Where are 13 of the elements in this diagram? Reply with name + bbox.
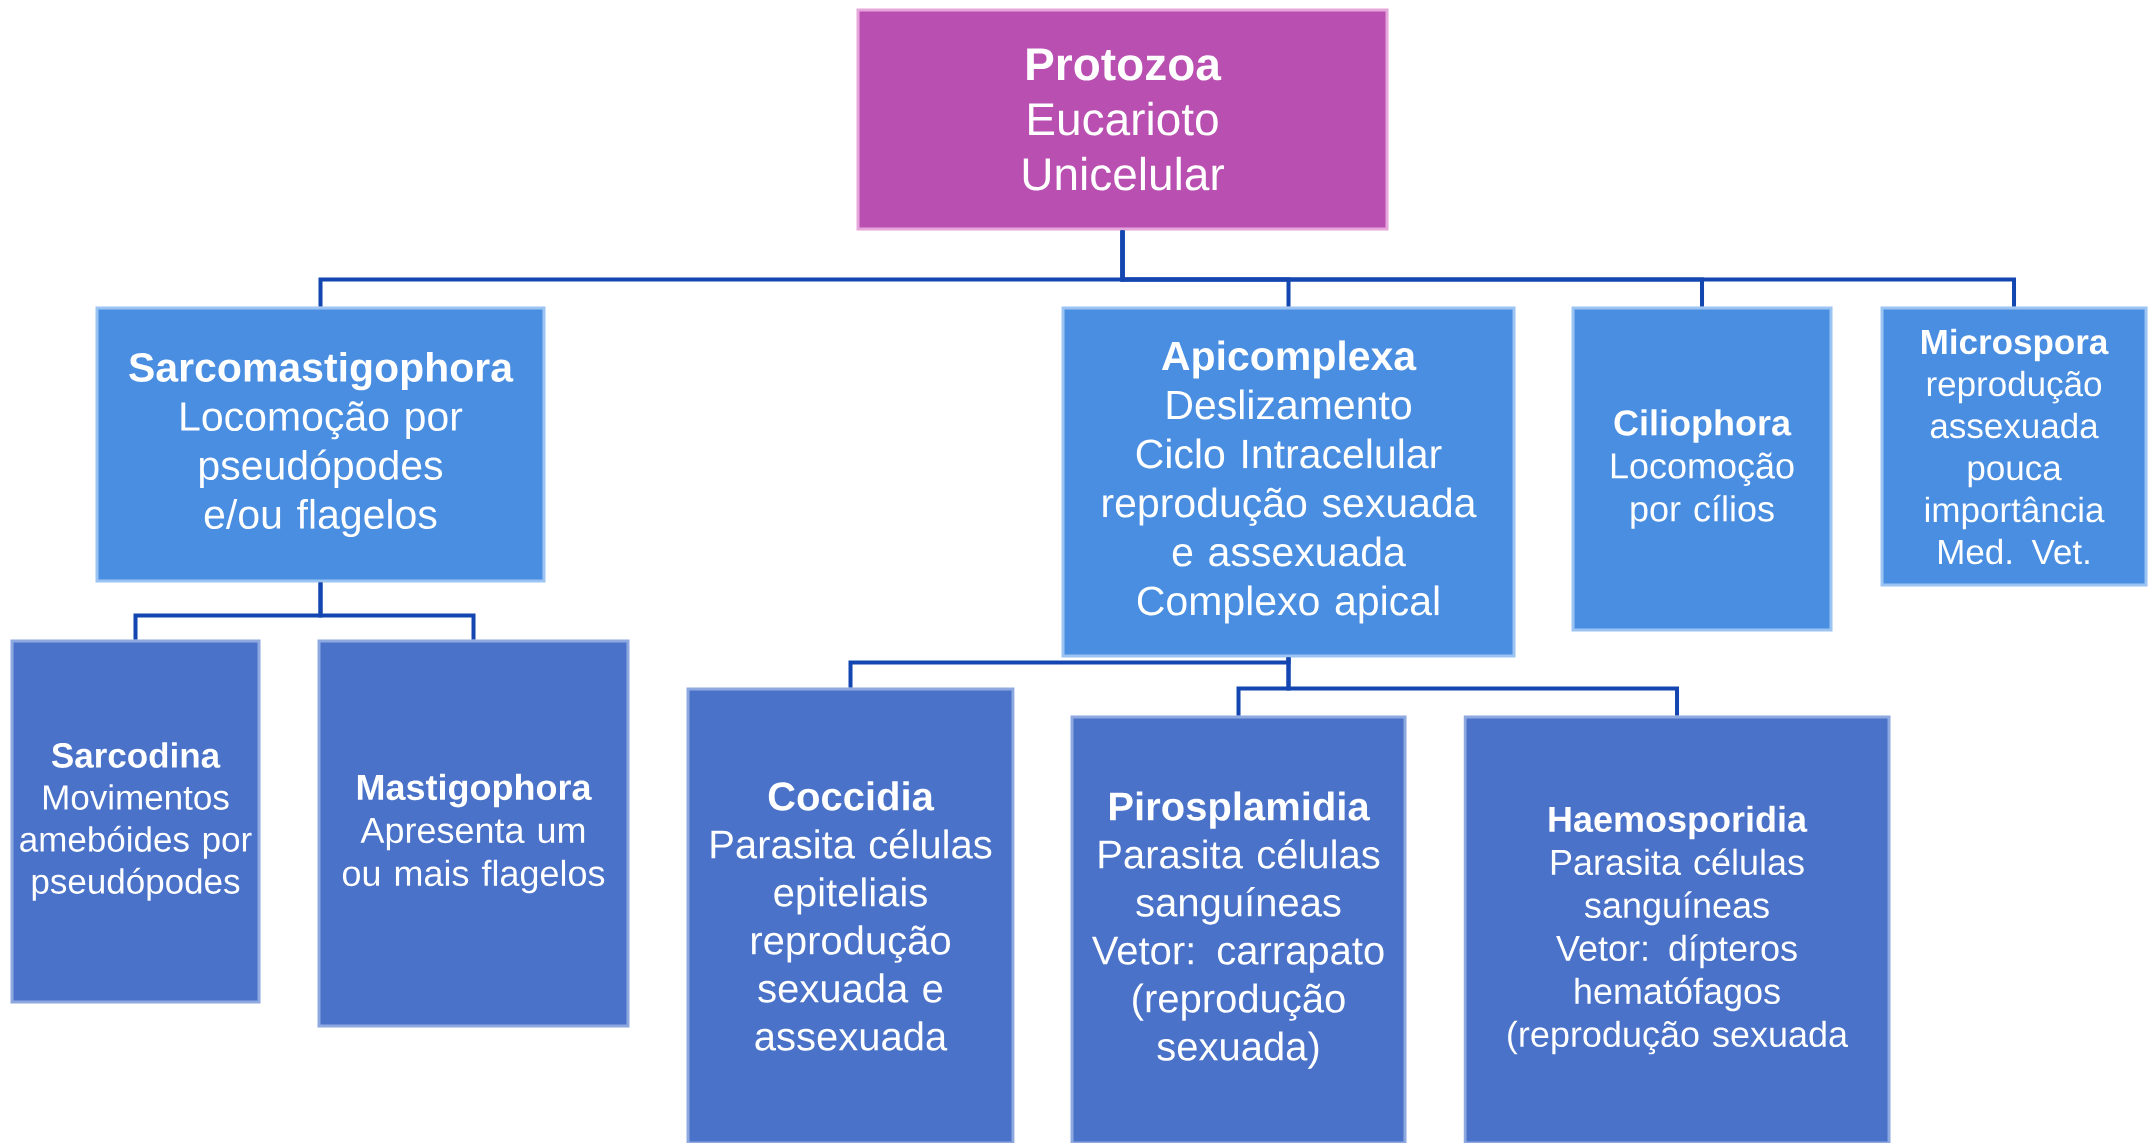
- taxon-box: Mastigophora Apresenta um ou mais flagelos: [317, 639, 630, 1028]
- taxon-box: Haemosporidia Parasita células sanguíneas Vetor: dípteros hematófagos (reprodução sexuada: [1463, 715, 1891, 1143]
- connector-line: [1120, 230, 2016, 307]
- taxon-box: Pirosplamidia Parasita células sanguíneas Vetor: carrapato (reprodução sexuada): [1070, 715, 1407, 1143]
- connector-line: [1286, 657, 1679, 716]
- taxon-box: Coccidia Parasita células epiteliais reprodução sexuada e assexuada: [686, 687, 1015, 1143]
- taxon-box: Sarcomastigophora Locomoção por pseudópodes e/ou flagelos: [95, 306, 546, 583]
- taxon-box: Microspora reprodução assexuada pouca importância Med. Vet.: [1880, 306, 2148, 587]
- taxon-box: Ciliophora Locomoção por cílios: [1571, 306, 1833, 632]
- taxon-box: Apicomplexa Deslizamento Ciclo Intracelular reprodução sexuada e assexuada Complexo apical: [1061, 306, 1516, 658]
- taxon-box: Sarcodina Movimentos amebóides por pseudópodes: [10, 639, 261, 1004]
- connector-line: [318, 582, 476, 640]
- taxon-box: Protozoa Eucarioto Unicelular: [856, 8, 1389, 231]
